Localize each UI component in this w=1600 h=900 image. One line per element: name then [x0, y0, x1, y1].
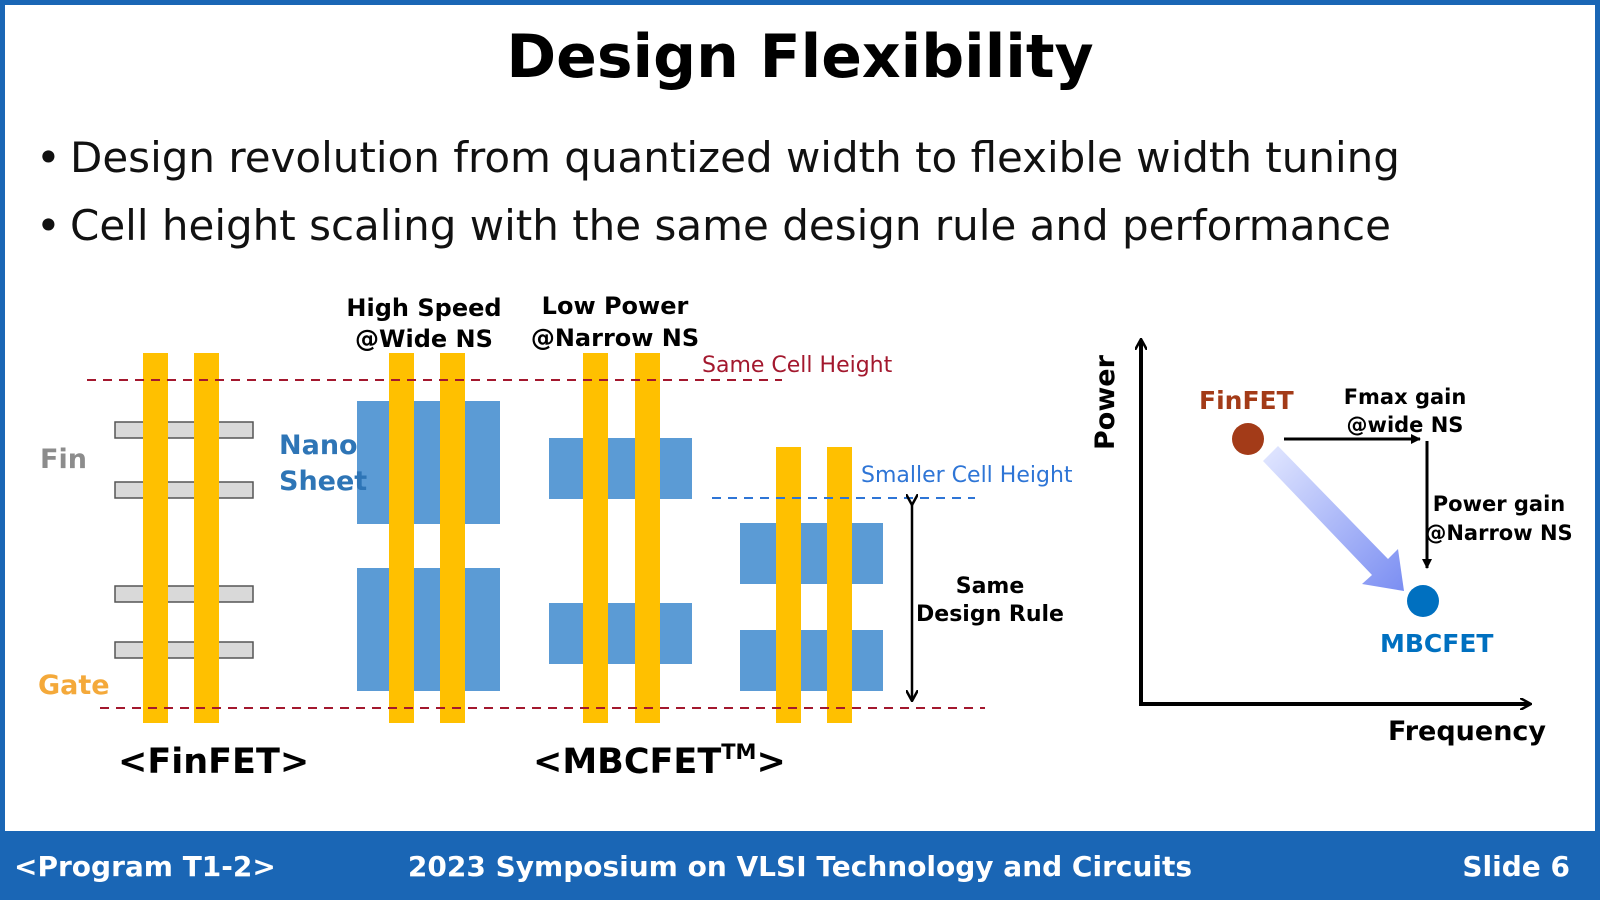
low-power-label: Low Power	[542, 292, 689, 320]
high-speed-label: High Speed	[346, 294, 501, 322]
nanosheet-label: Nano	[279, 430, 358, 461]
same-design-rule-label: Same	[956, 574, 1025, 599]
nanosheet	[549, 603, 692, 664]
gate	[440, 353, 465, 723]
nanosheet	[740, 523, 883, 584]
high-speed-label: @Wide NS	[355, 325, 493, 353]
smaller-cell-height-label: Smaller Cell Height	[861, 463, 1073, 488]
gate	[635, 353, 660, 723]
bullet-item: •Design revolution from quantized width …	[36, 124, 1400, 192]
fmax-gain-label: Fmax gain	[1344, 385, 1467, 409]
gate	[194, 353, 219, 723]
finfet-point-label: FinFET	[1199, 386, 1294, 415]
same-cell-height-label: Same Cell Height	[702, 353, 893, 378]
gate	[776, 447, 801, 723]
same-design-rule-label: Design Rule	[916, 602, 1064, 627]
fmax-gain-label: @wide NS	[1347, 413, 1464, 437]
finfet-caption: <FinFET>	[118, 742, 309, 782]
nanosheet	[549, 438, 692, 499]
footer-program: <Program T1-2>	[14, 850, 276, 883]
slide-title: Design Flexibility	[506, 22, 1094, 92]
nanosheet-label: Sheet	[279, 466, 367, 497]
low-power-label: @Narrow NS	[531, 324, 699, 352]
gate	[827, 447, 852, 723]
gate	[583, 353, 608, 723]
improvement-arrow	[1263, 446, 1404, 591]
footer-slide-number: Slide 6	[1462, 850, 1570, 883]
x-axis-label: Frequency	[1388, 716, 1546, 747]
finfet-point	[1232, 423, 1264, 455]
gate	[389, 353, 414, 723]
mbcfet-caption: <MBCFETTM>	[533, 740, 786, 782]
gate-label: Gate	[38, 670, 110, 701]
fin-label: Fin	[40, 444, 87, 475]
footer-conference: 2023 Symposium on VLSI Technology and Ci…	[407, 850, 1193, 883]
nanosheet	[740, 630, 883, 691]
mbcfet-point	[1407, 585, 1439, 617]
power-gain-label: Power gain	[1433, 492, 1565, 516]
bullet-list: •Design revolution from quantized width …	[36, 124, 1400, 260]
bullet-text: Cell height scaling with the same design…	[70, 201, 1391, 250]
gate	[143, 353, 168, 723]
bullet-dot-icon: •	[36, 133, 61, 182]
bullet-item: •Cell height scaling with the same desig…	[36, 192, 1400, 260]
bullet-text: Design revolution from quantized width t…	[70, 133, 1400, 182]
footer-bar: <Program T1-2> 2023 Symposium on VLSI Te…	[0, 832, 1600, 900]
nanosheet	[357, 568, 500, 691]
bullet-dot-icon: •	[36, 201, 61, 250]
y-axis-label: Power	[1090, 354, 1121, 450]
power-gain-label: @Narrow NS	[1425, 521, 1572, 545]
nanosheet	[357, 401, 500, 524]
mbcfet-point-label: MBCFET	[1380, 629, 1494, 658]
